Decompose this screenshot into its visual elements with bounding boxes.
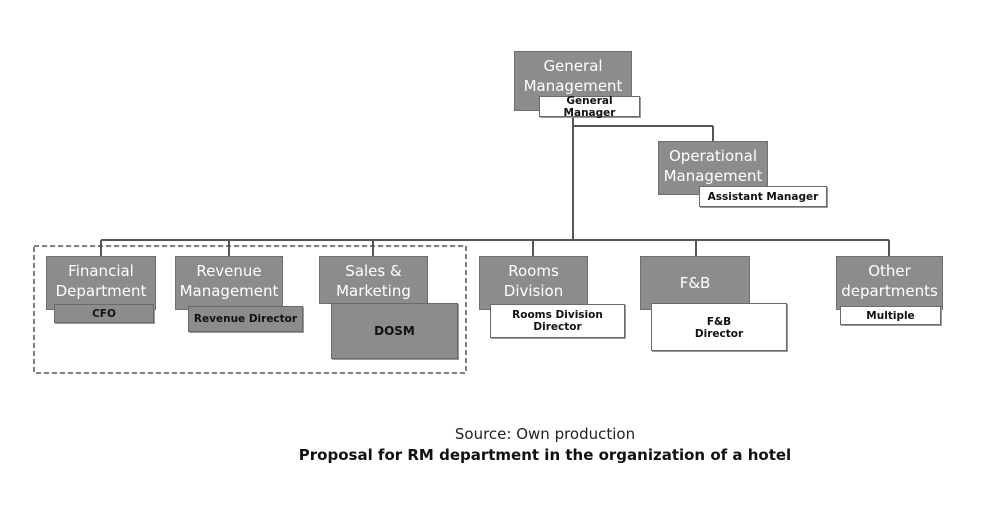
fb-role-line2: Director [694,328,744,340]
assistant-manager-role: Assistant Manager [699,186,827,207]
rm-department-dashed-group [33,245,467,374]
general-management-line2: Management [523,77,623,95]
financial-line1: Financial [68,262,134,280]
dosm-role: DOSM [331,303,458,359]
multiple-role: Multiple [840,306,941,325]
revenue-director-role: Revenue Director [188,306,303,332]
rooms-line2: Division [503,282,564,300]
caption-title: Proposal for RM department in the organi… [298,446,792,464]
sales-line2: Marketing [336,282,411,300]
fb-line1: F&B [679,274,711,292]
financial-department-box: Financial Department [46,256,156,310]
other-line2: departments [841,282,938,300]
general-management-line1: General [543,57,603,75]
revenue-line1: Revenue [196,262,262,280]
rooms-division-director-role: Rooms Division Director [490,304,625,338]
operational-management-line2: Management [663,167,763,185]
caption-source: Source: Own production [454,425,636,443]
revenue-management-box: Revenue Management [175,256,283,310]
fb-role-line1: F&B [706,316,732,328]
fb-box: F&B [640,256,750,310]
sales-marketing-box: Sales & Marketing [319,256,428,304]
operational-management-line1: Operational [668,147,757,165]
general-manager-role: General Manager [539,95,640,119]
rooms-role-line1: Rooms Division [512,309,603,321]
rooms-division-box: Rooms Division [479,256,588,310]
revenue-line2: Management [179,282,279,300]
rooms-line1: Rooms [508,262,559,280]
other-line1: Other [868,262,911,280]
cfo-role: CFO [54,304,154,323]
fb-director-role: F&B Director [651,303,787,351]
financial-line2: Department [55,282,147,300]
other-departments-box: Other departments [836,256,943,310]
rooms-role-line2: Director [533,321,582,333]
sales-line1: Sales & [345,262,402,280]
